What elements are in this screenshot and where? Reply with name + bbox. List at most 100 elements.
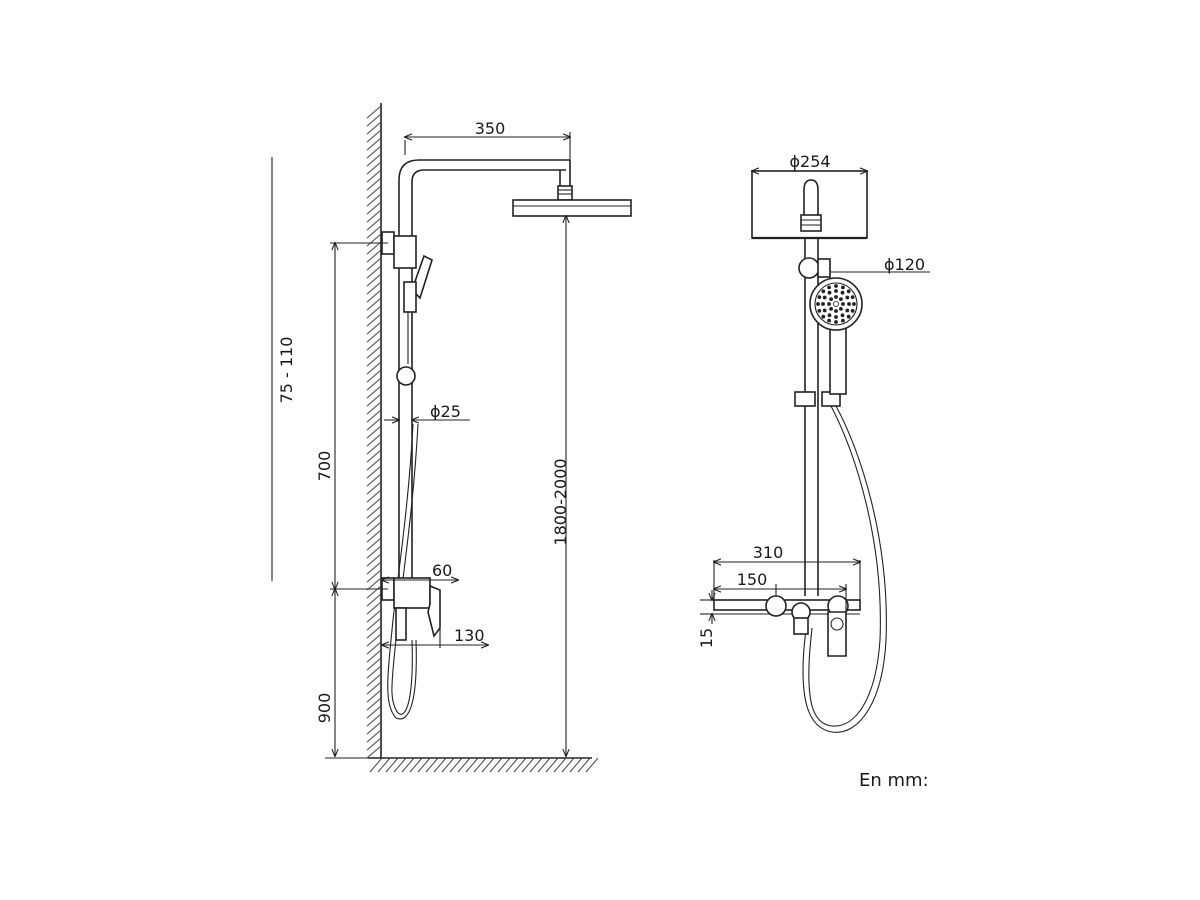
wall-hatch-line xyxy=(366,169,382,183)
floor-hatch-line xyxy=(393,757,407,773)
floor-hatch-line xyxy=(537,757,551,773)
floor-hatch-line xyxy=(569,757,583,773)
nozzle-dot xyxy=(822,295,827,300)
wall-hatch-line xyxy=(366,385,382,399)
wall-hatch-line xyxy=(366,345,382,359)
wall-hatch-line xyxy=(366,473,382,487)
nozzle-dot xyxy=(829,306,833,311)
dimension-pipe-diameter: ϕ25 xyxy=(384,402,470,421)
bar-spacing-label: 700 xyxy=(315,451,334,482)
wall-hatch-line xyxy=(366,457,382,471)
mixer-depth-label: 60 xyxy=(432,561,452,580)
rail-height-label: 75 - 110 xyxy=(277,337,296,404)
top-reach-label: 350 xyxy=(475,119,506,138)
side-view: 350 75 - 110 700 ϕ25 60 xyxy=(271,103,632,773)
floor-hatch-line xyxy=(585,757,599,773)
wall-hatch-line xyxy=(366,441,382,455)
wall-hatch-line xyxy=(366,321,382,335)
dimension-head-diameter: ϕ254 xyxy=(752,152,867,171)
nozzle-dot xyxy=(834,289,838,293)
wall-hatch-line xyxy=(366,337,382,351)
dimension-handle-reach: 130 xyxy=(382,626,488,648)
floor-hatch-line xyxy=(489,757,503,773)
dimension-rail-height: 75 - 110 xyxy=(271,157,296,581)
dimension-shelf-thickness: 15 xyxy=(697,590,716,648)
nozzle-dot xyxy=(834,284,838,288)
wall-hatch-line xyxy=(366,329,382,343)
wall-hatch-line xyxy=(366,305,382,319)
nozzle-dot xyxy=(845,295,850,300)
wall-hatch-line xyxy=(366,545,382,559)
wall-hatch-line xyxy=(366,257,382,271)
floor-hatch-line xyxy=(417,757,431,773)
wall-hatch-line xyxy=(366,449,382,463)
wall-hatch-line xyxy=(366,233,382,247)
wall-hatch-line xyxy=(366,497,382,511)
wall-hatch-line xyxy=(366,681,382,695)
wall-hatch-line xyxy=(366,425,382,439)
nozzle-dot xyxy=(834,295,838,299)
nozzle-dot xyxy=(816,302,820,306)
dimension-mixer-height: 900 xyxy=(315,589,368,759)
floor-hatch-line xyxy=(401,757,415,773)
floor-hatch-line xyxy=(497,757,511,773)
wall-hatch-line xyxy=(366,409,382,423)
wall-hatch-line xyxy=(366,369,382,383)
floor-hatch-line xyxy=(473,757,487,773)
nozzle-dot xyxy=(834,309,838,313)
wall-hatch-line xyxy=(366,201,382,215)
wall-hatch-line xyxy=(366,609,382,623)
nozzle-dot xyxy=(817,308,822,313)
hand-shower-front xyxy=(809,277,863,395)
wall-hatch-line xyxy=(366,297,382,311)
wall-hatch-line xyxy=(366,657,382,671)
wall-hatch-line xyxy=(366,241,382,255)
wall-hatch-line xyxy=(366,417,382,431)
wall-hatch-line xyxy=(366,273,382,287)
shelf-thickness-label: 15 xyxy=(697,628,716,648)
wall-hatch-line xyxy=(366,313,382,327)
nozzle-dot xyxy=(833,300,840,307)
floor-hatch-line xyxy=(425,757,439,773)
shelf-width-label: 310 xyxy=(753,543,784,562)
floor-hatch-line xyxy=(385,757,399,773)
riser-pipe xyxy=(398,159,571,578)
nozzle-dot xyxy=(840,313,845,318)
floor-hatch-line xyxy=(513,757,527,773)
wall-hatch-line xyxy=(366,697,382,711)
wall-hatch-line xyxy=(366,537,382,551)
wall-hatch-line xyxy=(366,633,382,647)
floor-hatch-line xyxy=(577,757,591,773)
hose-front xyxy=(802,405,887,733)
mixer-height-label: 900 xyxy=(315,693,334,724)
nozzle-dot xyxy=(827,290,832,295)
dimension-mixer-width: 150 xyxy=(714,570,846,612)
rain-shower-head-side xyxy=(512,185,632,217)
wall-hatch-line xyxy=(366,353,382,367)
floor-hatch-line xyxy=(545,757,559,773)
floor-hatch-line xyxy=(409,757,423,773)
rain-shower-head-front xyxy=(751,170,868,240)
nozzle-dot xyxy=(827,302,831,306)
nozzle-dot xyxy=(827,313,832,318)
nozzle-dot xyxy=(841,318,845,323)
nozzle-dot xyxy=(846,314,851,319)
mixer-side xyxy=(381,577,441,641)
wall-hatch-line xyxy=(366,177,382,191)
handle-reach-label: 130 xyxy=(454,626,485,645)
nozzle-dot xyxy=(834,320,838,324)
nozzle-dot xyxy=(829,297,833,302)
floor xyxy=(368,757,599,773)
wall-hatch-line xyxy=(366,625,382,639)
nozzle-dot xyxy=(846,289,851,294)
wall-hatch-line xyxy=(366,393,382,407)
nozzle-dot xyxy=(821,314,826,319)
hand-shower-nozzles xyxy=(816,284,856,324)
mixer-front xyxy=(713,595,861,657)
wall xyxy=(366,103,382,759)
wall-hatch-line xyxy=(366,601,382,615)
dimension-bar-spacing: 700 xyxy=(315,243,388,589)
wall-hatch-line xyxy=(366,529,382,543)
hand-shower-diameter-label: ϕ120 xyxy=(884,255,925,274)
floor-hatch-line xyxy=(553,757,567,773)
